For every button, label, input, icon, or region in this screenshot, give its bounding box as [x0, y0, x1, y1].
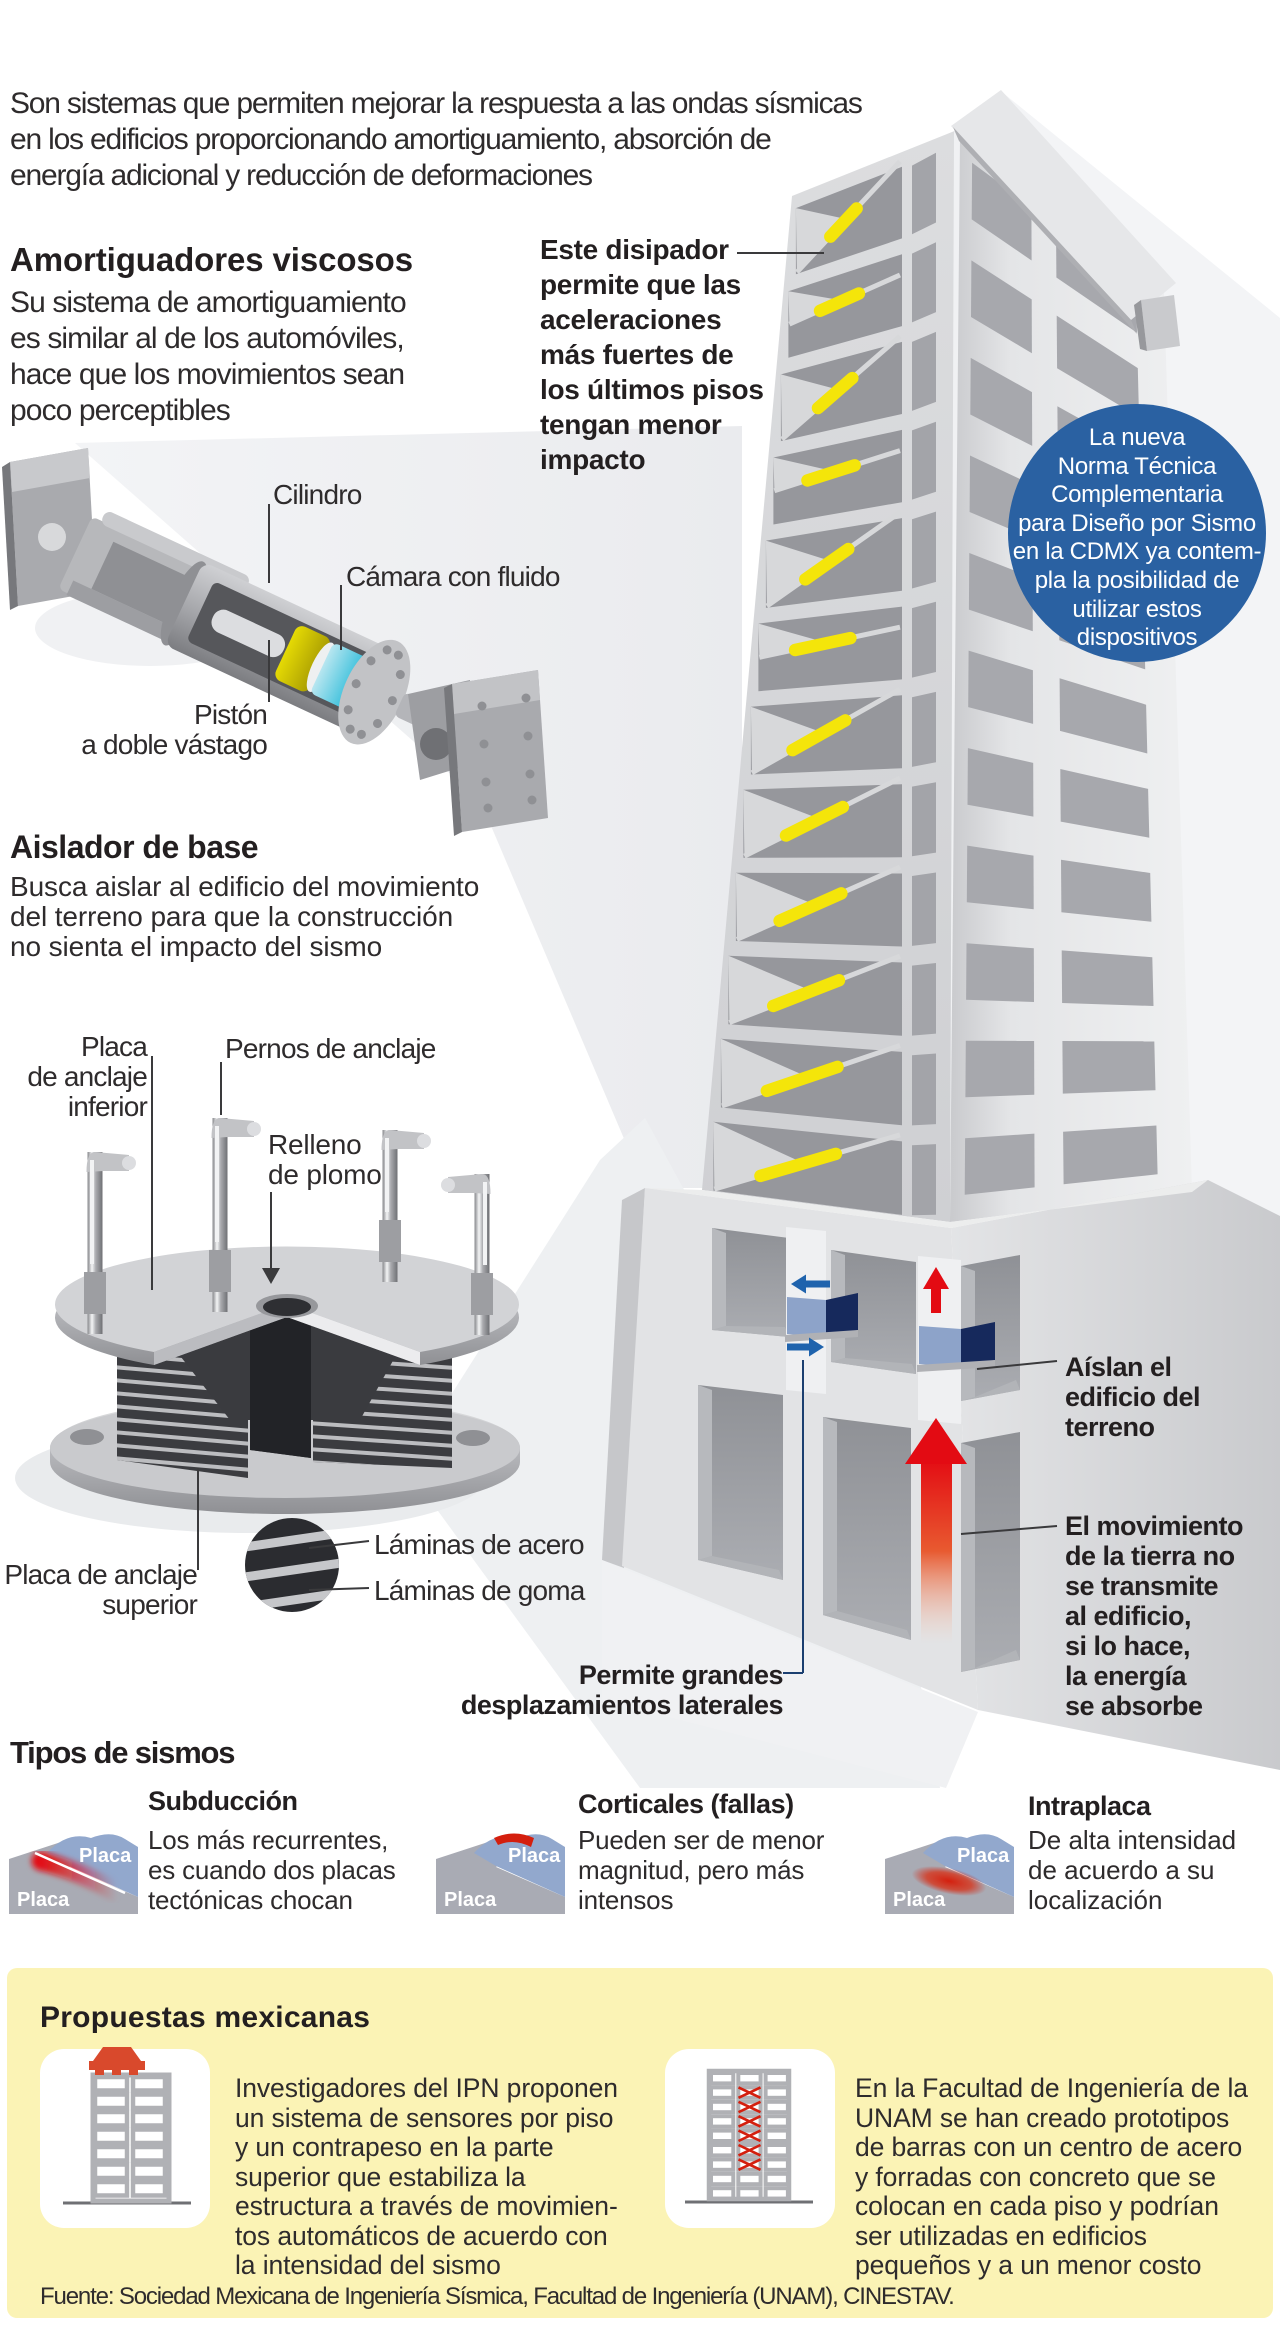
svg-text:Placa: Placa: [508, 1845, 561, 1867]
svg-text:Placa: Placa: [957, 1845, 1010, 1867]
svg-text:Placa: Placa: [79, 1845, 132, 1867]
svg-text:Placa: Placa: [444, 1889, 497, 1911]
svg-text:Placa: Placa: [893, 1889, 946, 1911]
svg-text:Placa: Placa: [17, 1889, 70, 1911]
